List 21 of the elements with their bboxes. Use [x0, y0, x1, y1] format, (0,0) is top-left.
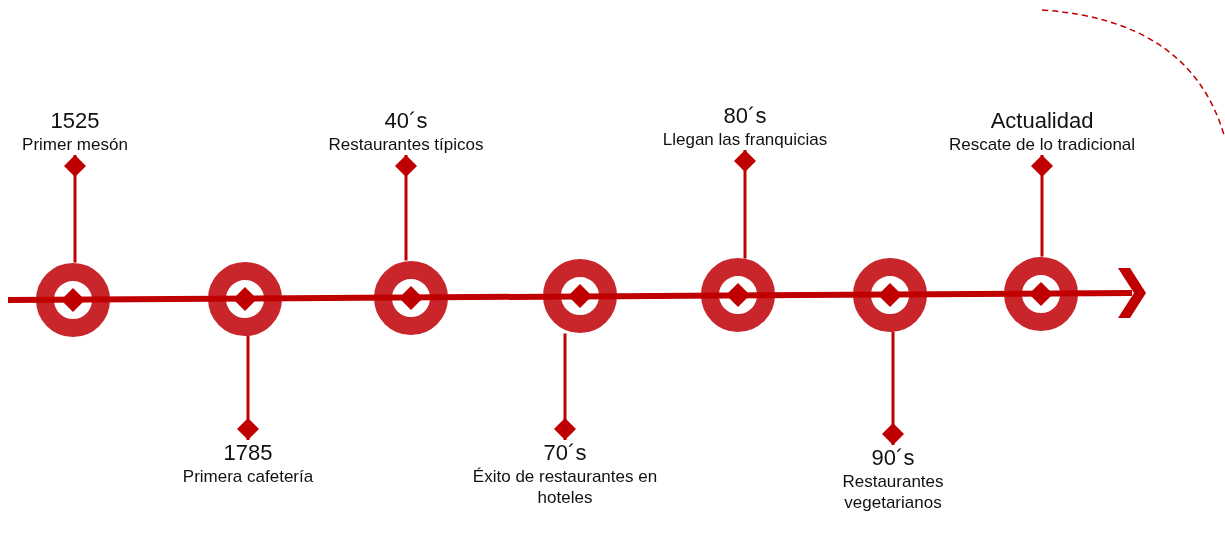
period-label: Actualidad [990, 108, 1094, 134]
period-label: 1785 [223, 440, 273, 466]
period-label: 80´s [723, 103, 767, 129]
event-description: Rescate de lo tradicional [947, 134, 1137, 155]
event-description: Llegan las franquicias [661, 129, 829, 150]
period-label: 90´s [871, 445, 915, 471]
event-description: Primer mesón [21, 134, 129, 155]
period-label: 40´s [384, 108, 428, 134]
connector-line [734, 150, 756, 259]
period-label: 1525 [50, 108, 100, 134]
event-description: Restaurantes típicos [327, 134, 485, 155]
event-description: Primera cafetería [181, 466, 315, 487]
connector-line [237, 335, 259, 440]
connector-line [882, 331, 904, 445]
period-label: 70´s [543, 440, 587, 466]
connector-line [1031, 155, 1053, 257]
event-description: Éxito de restaurantes en hoteles [471, 466, 659, 508]
connector-line [64, 155, 86, 263]
event-description: Restaurantes vegetarianos [841, 471, 945, 513]
connector-line [395, 155, 417, 261]
connector-line [554, 333, 576, 440]
